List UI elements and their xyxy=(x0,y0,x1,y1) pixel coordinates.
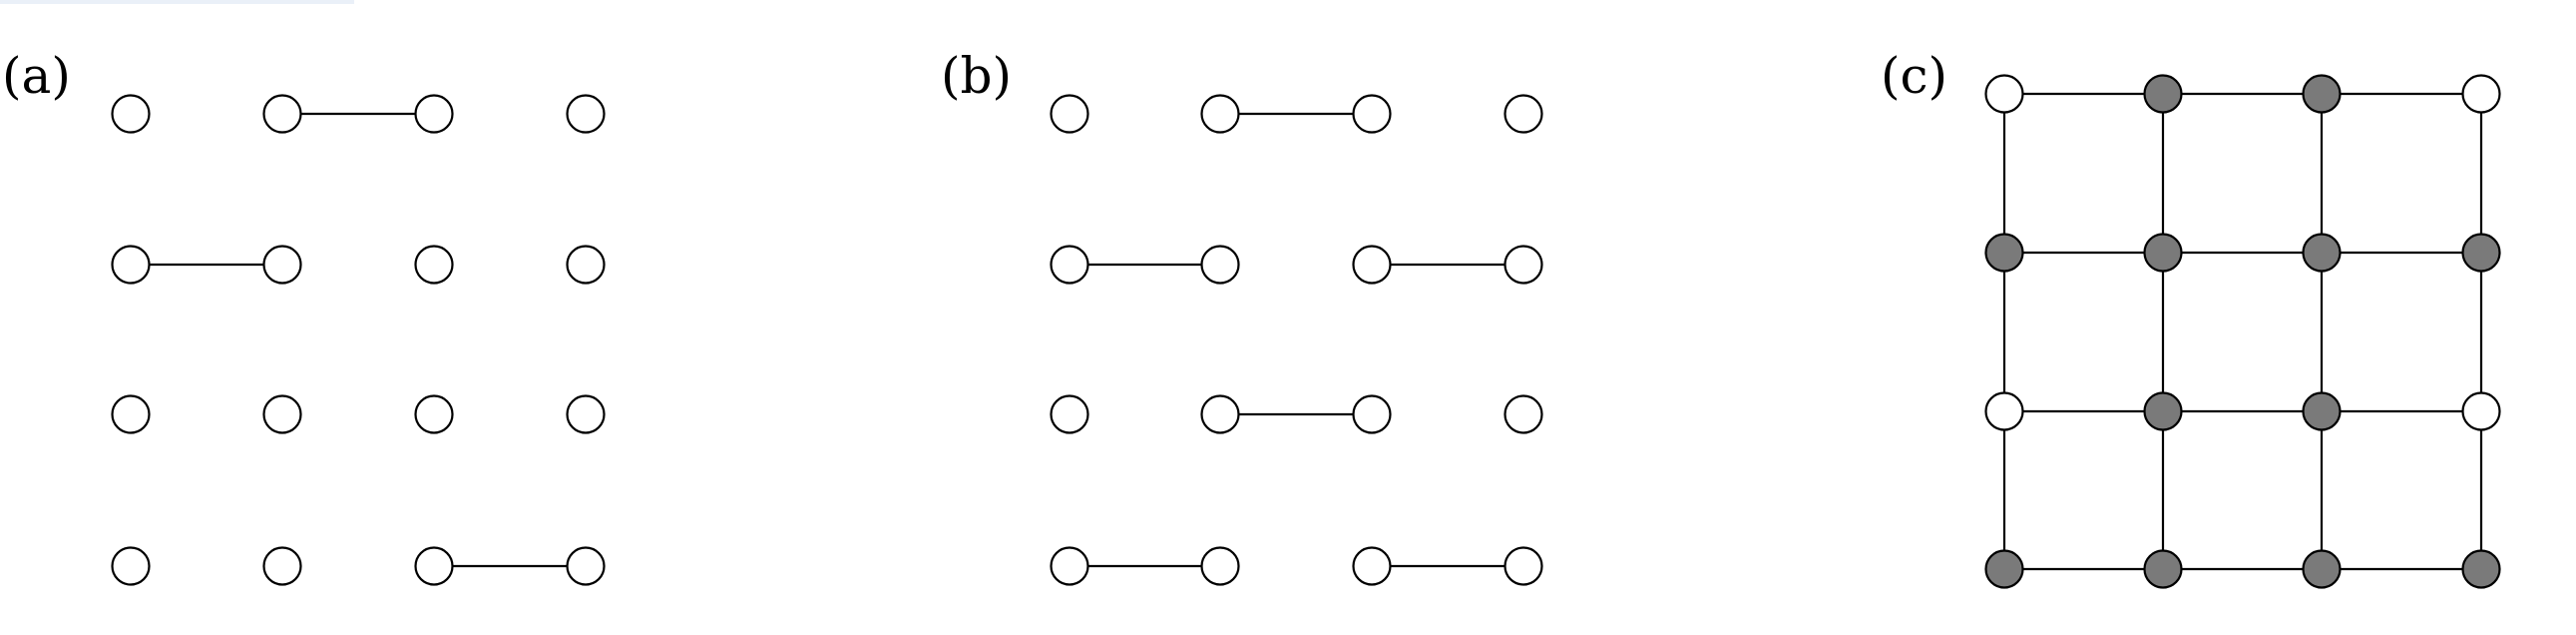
filled-node xyxy=(1984,233,2024,273)
filled-node xyxy=(2461,233,2501,273)
empty-node xyxy=(1050,394,1089,434)
empty-node xyxy=(1200,94,1240,134)
empty-node xyxy=(566,394,606,434)
panel-b-label: (b) xyxy=(941,47,1012,105)
empty-node xyxy=(111,94,151,134)
empty-node xyxy=(2461,391,2501,431)
empty-node xyxy=(1503,546,1543,586)
empty-node xyxy=(1050,94,1089,134)
empty-node xyxy=(414,94,454,134)
filled-node xyxy=(2302,391,2342,431)
empty-node xyxy=(1984,74,2024,114)
empty-node xyxy=(566,245,606,285)
empty-node xyxy=(1050,546,1089,586)
empty-node xyxy=(262,546,302,586)
empty-node xyxy=(1503,94,1543,134)
empty-node xyxy=(414,245,454,285)
filled-node xyxy=(2143,74,2183,114)
empty-node xyxy=(111,245,151,285)
filled-node xyxy=(2302,74,2342,114)
filled-node xyxy=(1984,549,2024,589)
filled-node xyxy=(2143,233,2183,273)
empty-node xyxy=(1503,245,1543,285)
empty-node xyxy=(111,394,151,434)
filled-node xyxy=(2302,549,2342,589)
empty-node xyxy=(566,546,606,586)
panel-b: (b) xyxy=(941,47,1543,586)
panel-c: (c) xyxy=(1881,47,2501,589)
filled-node xyxy=(2143,391,2183,431)
empty-node xyxy=(1352,546,1392,586)
empty-node xyxy=(1503,394,1543,434)
empty-node xyxy=(262,394,302,434)
empty-node xyxy=(111,546,151,586)
filled-node xyxy=(2143,549,2183,589)
empty-node xyxy=(1352,245,1392,285)
empty-node xyxy=(1050,245,1089,285)
empty-node xyxy=(1352,94,1392,134)
top-edge-strip xyxy=(0,0,354,4)
empty-node xyxy=(1200,245,1240,285)
panel-a: (a) xyxy=(2,47,606,586)
empty-node xyxy=(414,546,454,586)
empty-node xyxy=(414,394,454,434)
empty-node xyxy=(262,245,302,285)
empty-node xyxy=(1352,394,1392,434)
empty-node xyxy=(566,94,606,134)
filled-node xyxy=(2302,233,2342,273)
empty-node xyxy=(1200,546,1240,586)
filled-node xyxy=(2461,549,2501,589)
panel-a-label: (a) xyxy=(2,47,71,105)
empty-node xyxy=(1984,391,2024,431)
empty-node xyxy=(1200,394,1240,434)
empty-node xyxy=(2461,74,2501,114)
panel-c-label: (c) xyxy=(1881,47,1947,105)
empty-node xyxy=(262,94,302,134)
